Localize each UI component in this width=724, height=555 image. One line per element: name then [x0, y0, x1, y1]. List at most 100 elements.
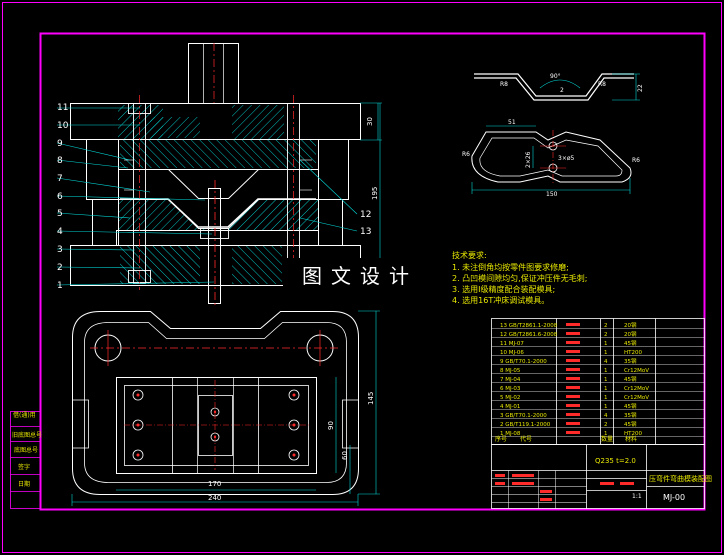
dim-plan-60: 60: [341, 451, 349, 460]
bom-cell-mat: 35钢: [624, 357, 637, 365]
part-thickness-label: 2: [560, 87, 564, 94]
title-block: Q235 t=2.0 压弯件弯曲模装配图 MJ-00 1:1: [491, 444, 712, 509]
left-table-cell: 签字: [18, 463, 30, 471]
bom-name-mark: [566, 332, 580, 335]
bom-cell-mat: 45钢: [624, 339, 637, 347]
bom-cell-mat: HT200: [624, 350, 642, 356]
bom-cell-qty: 4: [604, 359, 608, 365]
bom-cell-mat: 45钢: [624, 402, 637, 410]
tech-item: 2. 凸凹模间隙均匀,保证冲压件无毛刺;: [452, 273, 587, 283]
bom-name-mark: [566, 386, 580, 389]
dim-plan-90: 90: [327, 421, 335, 430]
part-number: 10: [57, 121, 69, 131]
blank-radius-label: R6: [632, 157, 640, 164]
dim-total-height: 195: [371, 187, 379, 200]
bom-name-mark: [566, 422, 580, 425]
bom-cell-name: 8 MJ-05: [500, 368, 521, 374]
watermark-banner: 图文设计: [283, 258, 437, 294]
blank-radius-label: R6: [462, 151, 470, 158]
part-number: 2: [57, 263, 63, 273]
bom-cell-mat: HT200: [624, 431, 642, 437]
die-plan-view: 170 240 145 90 60: [71, 310, 380, 506]
bom-name-mark: [566, 341, 580, 344]
title-name: 压弯件弯曲模装配图: [649, 474, 712, 483]
part-angle-label: 90°: [550, 73, 561, 80]
part-number: 6: [57, 192, 63, 202]
bom-cell-name: 7 MJ-04: [500, 377, 521, 383]
bom-cell-name: 10 MJ-06: [500, 350, 524, 356]
bom-header: 代号: [520, 435, 532, 443]
bom-cell-qty: 1: [604, 368, 608, 374]
bom-cell-mat: 45钢: [624, 420, 637, 428]
bom-cell-mat: 45钢: [624, 375, 637, 383]
bom-name-mark: [566, 395, 580, 398]
bom-cell-qty: 2: [604, 323, 608, 329]
dim-plan-240: 240: [208, 494, 221, 502]
bom-cell-qty: 1: [604, 377, 608, 383]
bom-name-mark: [566, 431, 580, 434]
bom-name-mark: [566, 413, 580, 416]
part-number: 7: [57, 174, 63, 184]
bom-table: 13 GB/T2861.1-2008 2 20钢 12 GB/T2861.6-2008…: [491, 318, 705, 445]
title-drawing-no: MJ-00: [663, 493, 685, 502]
bom-cell-mat: Cr12MoV: [624, 395, 649, 401]
bom-name-mark: [566, 368, 580, 371]
part-number: 9: [57, 139, 63, 149]
bom-cell-name: 4 MJ-01: [500, 404, 520, 410]
part-number: 1: [57, 281, 63, 291]
tech-item: 1. 未注倒角均按零件图要求修磨;: [452, 262, 569, 272]
dim-top-plate: 30: [366, 117, 374, 126]
bom-cell-qty: 2: [604, 332, 608, 338]
part-number: 13: [360, 227, 371, 237]
left-table-cell: 旧底图总号: [12, 431, 42, 439]
bom-cell-qty: 1: [604, 404, 608, 410]
bom-name-mark: [566, 323, 580, 326]
dim-plan-145: 145: [367, 392, 375, 405]
bom-cell-qty: 1: [604, 431, 608, 437]
bom-cell-name: 5 MJ-02: [500, 395, 520, 401]
part-radius-label: R8: [598, 81, 606, 88]
bom-cell-mat: Cr12MoV: [624, 368, 649, 374]
left-binding-table: 借(通)用 旧底图总号 底图总号 签字 日期: [10, 411, 42, 509]
part-number: 4: [57, 227, 63, 237]
blank-width-label: 51: [508, 119, 516, 126]
bom-header: 材料: [625, 435, 637, 443]
blank-hole-label: 3×ø5: [558, 155, 575, 162]
die-section-view: 11 10 9 8 7 6 5 4 3 2 1 12 13 30 195: [56, 43, 384, 305]
bom-header: 数量: [601, 435, 613, 443]
left-table-cell: 日期: [18, 480, 30, 488]
bom-cell-qty: 1: [604, 386, 608, 392]
part-blank-view: 51 150 R6 R6 3×ø5 2×26: [462, 119, 640, 198]
bom-cell-qty: 1: [604, 395, 608, 401]
bom-cell-name: 13 GB/T2861.1-2008: [500, 323, 558, 329]
blank-length-label: 150: [546, 191, 558, 198]
bom-cell-mat: 20钢: [624, 321, 637, 329]
dim-plan-170: 170: [208, 480, 221, 488]
bom-cell-name: 1 MJ-08: [500, 431, 521, 437]
bom-cell-name: 11 MJ-07: [500, 341, 524, 347]
left-table-cell: 借(通)用: [13, 411, 36, 419]
title-scale: 1:1: [632, 493, 642, 500]
bom-name-mark: [566, 377, 580, 380]
part-number: 8: [57, 156, 63, 166]
bom-name-mark: [566, 359, 580, 362]
left-table-cell: 底图总号: [14, 446, 38, 454]
bom-cell-qty: 1: [604, 341, 608, 347]
bom-header: 序号: [495, 435, 507, 443]
part-number: 5: [57, 209, 63, 219]
bom-cell-name: 9 GB/T70.1-2000: [500, 359, 547, 365]
tech-title: 技术要求:: [452, 250, 487, 260]
tech-item: 3. 选用Ⅰ级精度配合装配模具;: [452, 284, 555, 294]
bom-cell-mat: Cr12MoV: [624, 386, 649, 392]
bom-cell-qty: 1: [604, 350, 608, 356]
bom-name-mark: [566, 404, 580, 407]
title-material: Q235 t=2.0: [595, 457, 636, 465]
bom-cell-name: 12 GB/T2861.6-2008: [500, 332, 558, 338]
part-profile-view: 90° R8 R8 2 22: [474, 73, 644, 101]
bom-cell-name: 2 GB/T119.1-2000: [500, 422, 551, 428]
bom-cell-qty: 4: [604, 413, 608, 419]
part-number: 3: [57, 245, 63, 255]
blank-pitch-label: 2×26: [525, 151, 532, 168]
